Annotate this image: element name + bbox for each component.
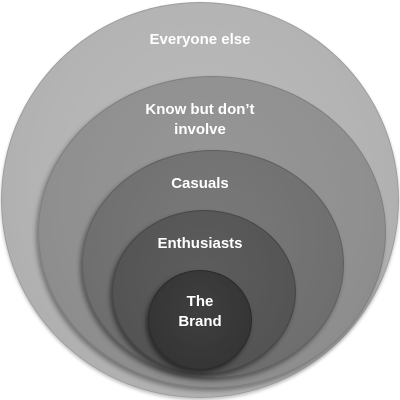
label-know-but-dont-involve: Know but don’t involve [145, 101, 255, 138]
label-enthusiasts: Enthusiasts [157, 235, 243, 252]
label-everyone-else: Everyone else [149, 31, 251, 48]
label-the-brand: The Brand [178, 293, 222, 330]
label-casuals: Casuals [171, 175, 229, 192]
ring-the-brand [148, 270, 252, 370]
